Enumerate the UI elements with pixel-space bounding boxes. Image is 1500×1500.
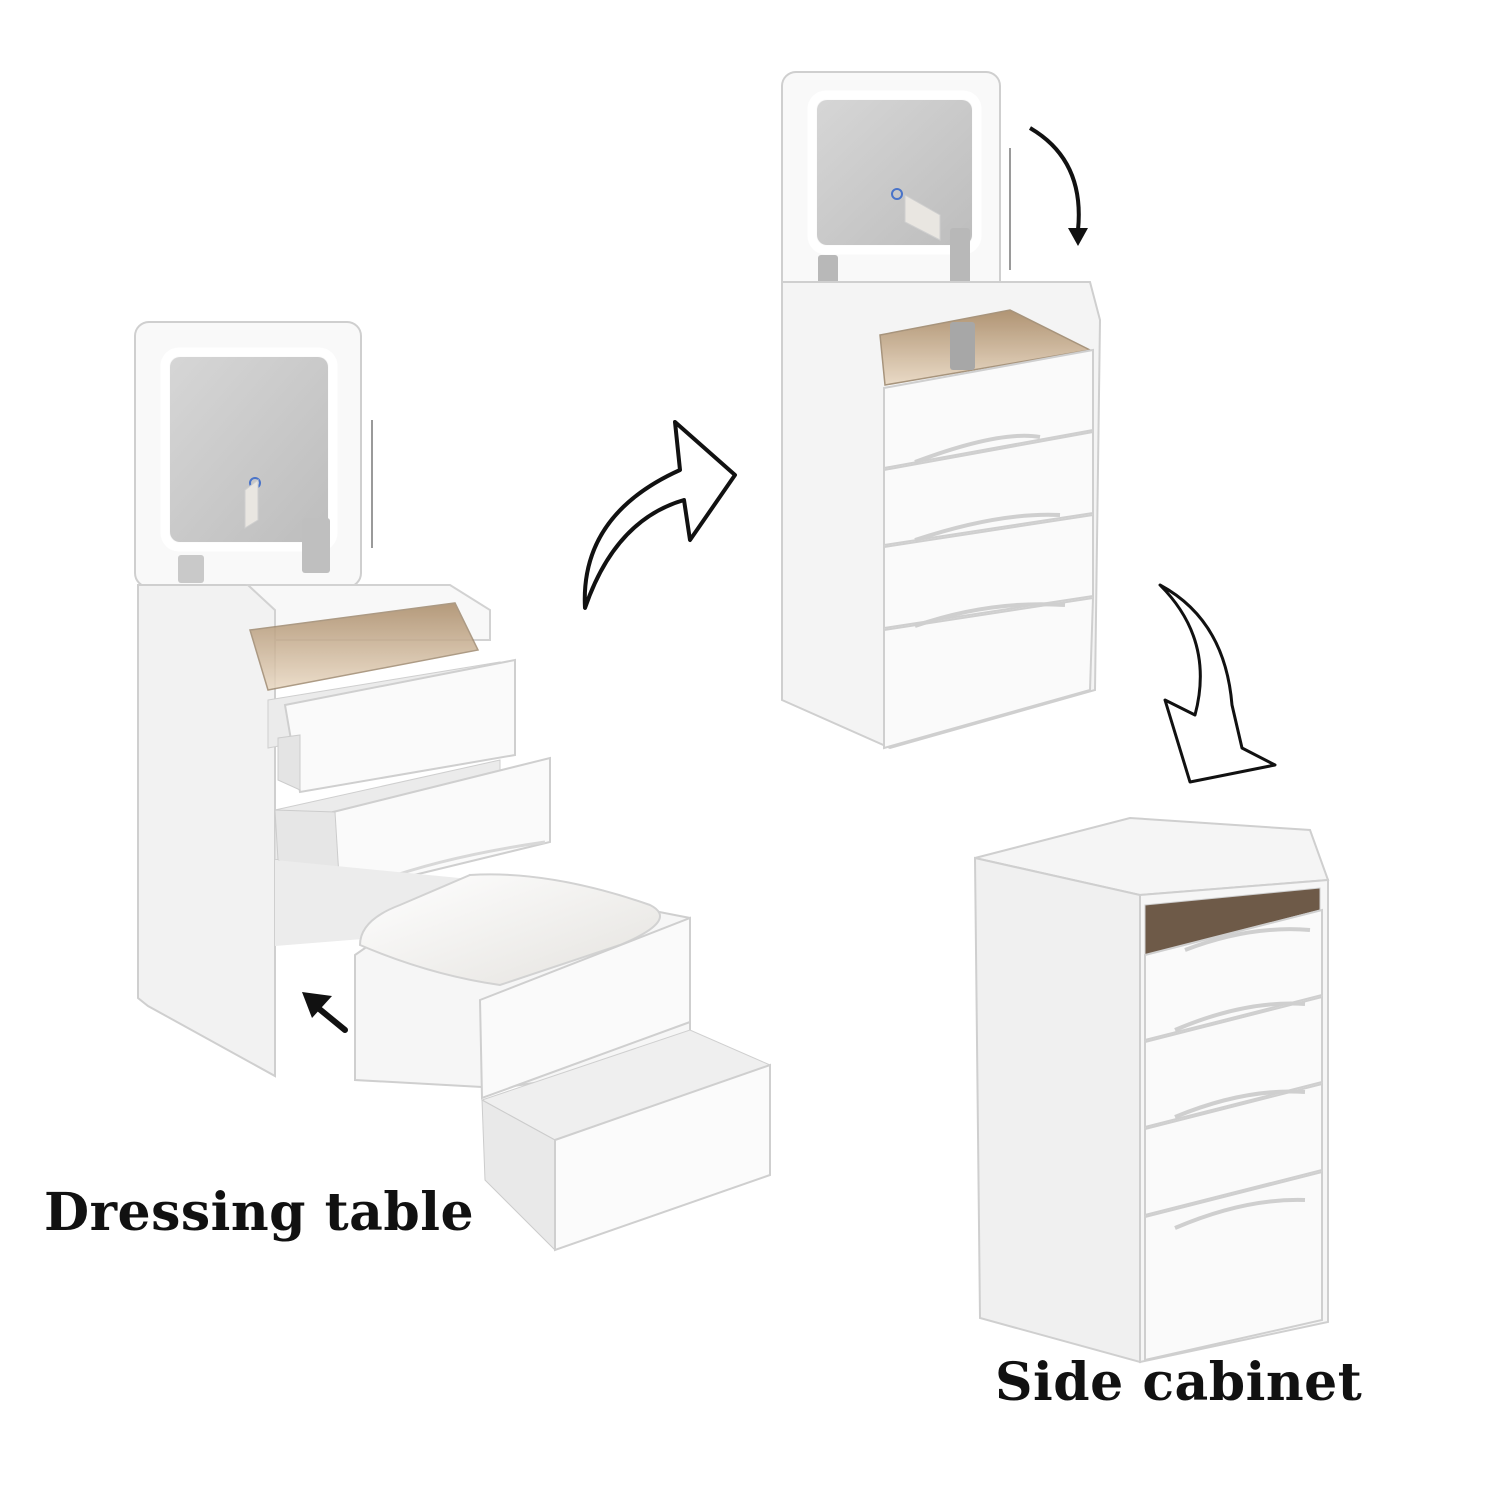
dressing-table-side-panel <box>137 584 276 1078</box>
vanity-drawer-1 <box>883 348 1094 470</box>
arrow-up-left-icon <box>302 992 348 1033</box>
vanity-drawer-4 <box>883 596 1095 750</box>
dressing-table-stool <box>354 873 772 1252</box>
touch-button-icon-2 <box>891 188 903 200</box>
dressing-table-glass-top <box>249 602 480 691</box>
dressing-table-drawer-1 <box>267 658 516 794</box>
side-cabinet <box>973 816 1330 1364</box>
side-cabinet-caption: Side cabinet <box>995 1352 1363 1413</box>
side-cabinet-drawer-3 <box>1144 1082 1323 1217</box>
curved-arrow-down-icon <box>1028 126 1088 246</box>
vanity-cabinet-open <box>781 71 1102 750</box>
vanity-drawer-3 <box>883 512 1094 630</box>
dressing-table-mirror-lid <box>134 321 373 588</box>
side-cabinet-drawer-1 <box>1144 908 1323 1042</box>
dressing-table-caption: Dressing table <box>44 1182 475 1243</box>
dressing-table-drawer-2 <box>274 756 551 897</box>
curved-arrow-right-icon <box>582 420 737 610</box>
stool-cushion <box>358 873 661 987</box>
curved-arrow-down-hollow-icon <box>1158 583 1277 784</box>
dressing-table <box>134 321 772 1252</box>
side-cabinet-drawer-2 <box>1144 995 1323 1129</box>
side-cabinet-drawer-4 <box>1144 1170 1323 1362</box>
